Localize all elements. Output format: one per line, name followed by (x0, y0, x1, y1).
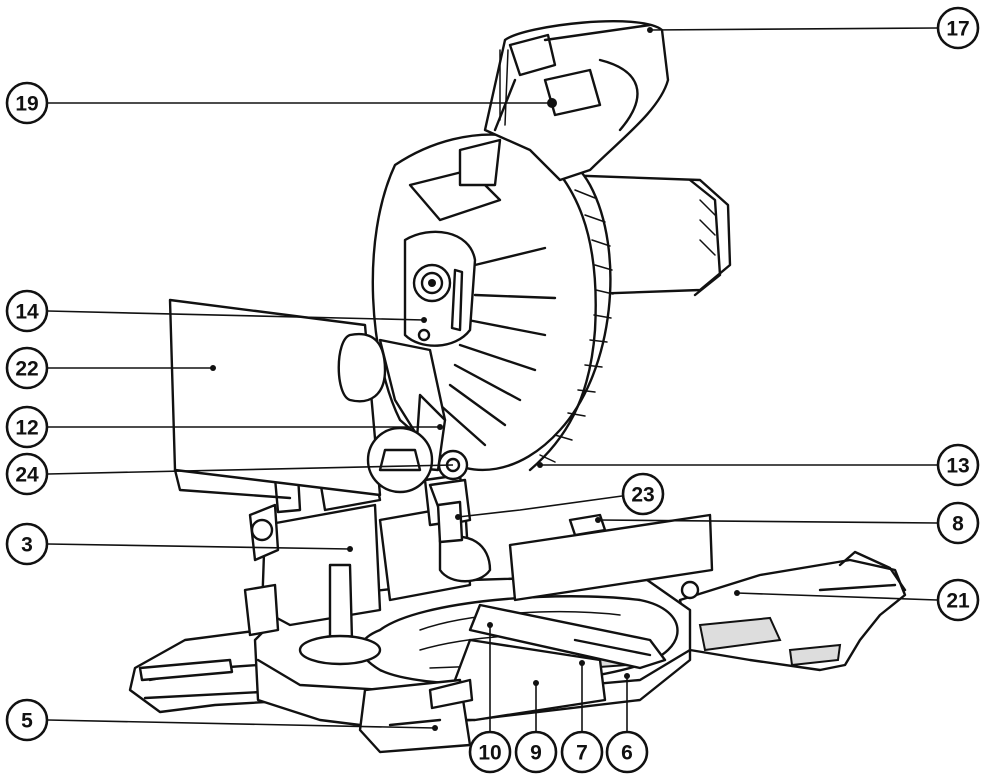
callout-8: 8 (936, 501, 980, 545)
svg-text:17: 17 (946, 18, 969, 41)
front-feet (358, 678, 474, 754)
bevel-clamp-handle (243, 518, 280, 637)
leader-anchor-dots (210, 27, 653, 731)
callout-21: 21 (936, 578, 980, 622)
callout-6: 6 (605, 730, 649, 774)
callout-13: 13 (936, 443, 980, 487)
miter-arm (438, 603, 667, 722)
rear-pivot-detail (680, 580, 740, 600)
svg-text:24: 24 (15, 464, 39, 487)
fence-right (508, 513, 714, 602)
miter-saw-illustration (128, 20, 907, 754)
callouts: 17 19 14 22 12 24 13 23 (5, 6, 980, 774)
svg-text:21: 21 (946, 590, 970, 613)
callout-12: 12 (5, 405, 49, 449)
svg-text:10: 10 (478, 742, 501, 765)
callout-7: 7 (560, 730, 604, 774)
svg-text:5: 5 (21, 710, 33, 733)
svg-text:22: 22 (15, 358, 38, 381)
callout-17: 17 (936, 6, 980, 50)
callout-14: 14 (5, 289, 49, 333)
callout-24: 24 (5, 452, 49, 496)
handle-assembly (483, 20, 670, 182)
callout-5: 5 (5, 698, 49, 742)
callout-3: 3 (5, 522, 49, 566)
callout-9: 9 (514, 730, 558, 774)
arbor-plate (403, 230, 477, 380)
lower-guard-link (337, 332, 447, 472)
svg-text:13: 13 (946, 455, 969, 478)
svg-text:7: 7 (576, 742, 588, 765)
svg-text:19: 19 (15, 93, 38, 116)
svg-text:6: 6 (621, 742, 633, 765)
callout-10: 10 (468, 730, 512, 774)
svg-text:3: 3 (21, 534, 33, 557)
svg-text:12: 12 (15, 417, 38, 440)
svg-text:8: 8 (952, 513, 964, 536)
callout-23: 23 (621, 472, 665, 516)
callout-22: 22 (5, 346, 49, 390)
leader-lines (47, 27, 938, 750)
svg-text:23: 23 (631, 484, 654, 507)
svg-text:9: 9 (530, 742, 542, 765)
svg-text:14: 14 (15, 301, 39, 324)
callout-19: 19 (5, 81, 49, 125)
pivot-lock (428, 478, 472, 544)
